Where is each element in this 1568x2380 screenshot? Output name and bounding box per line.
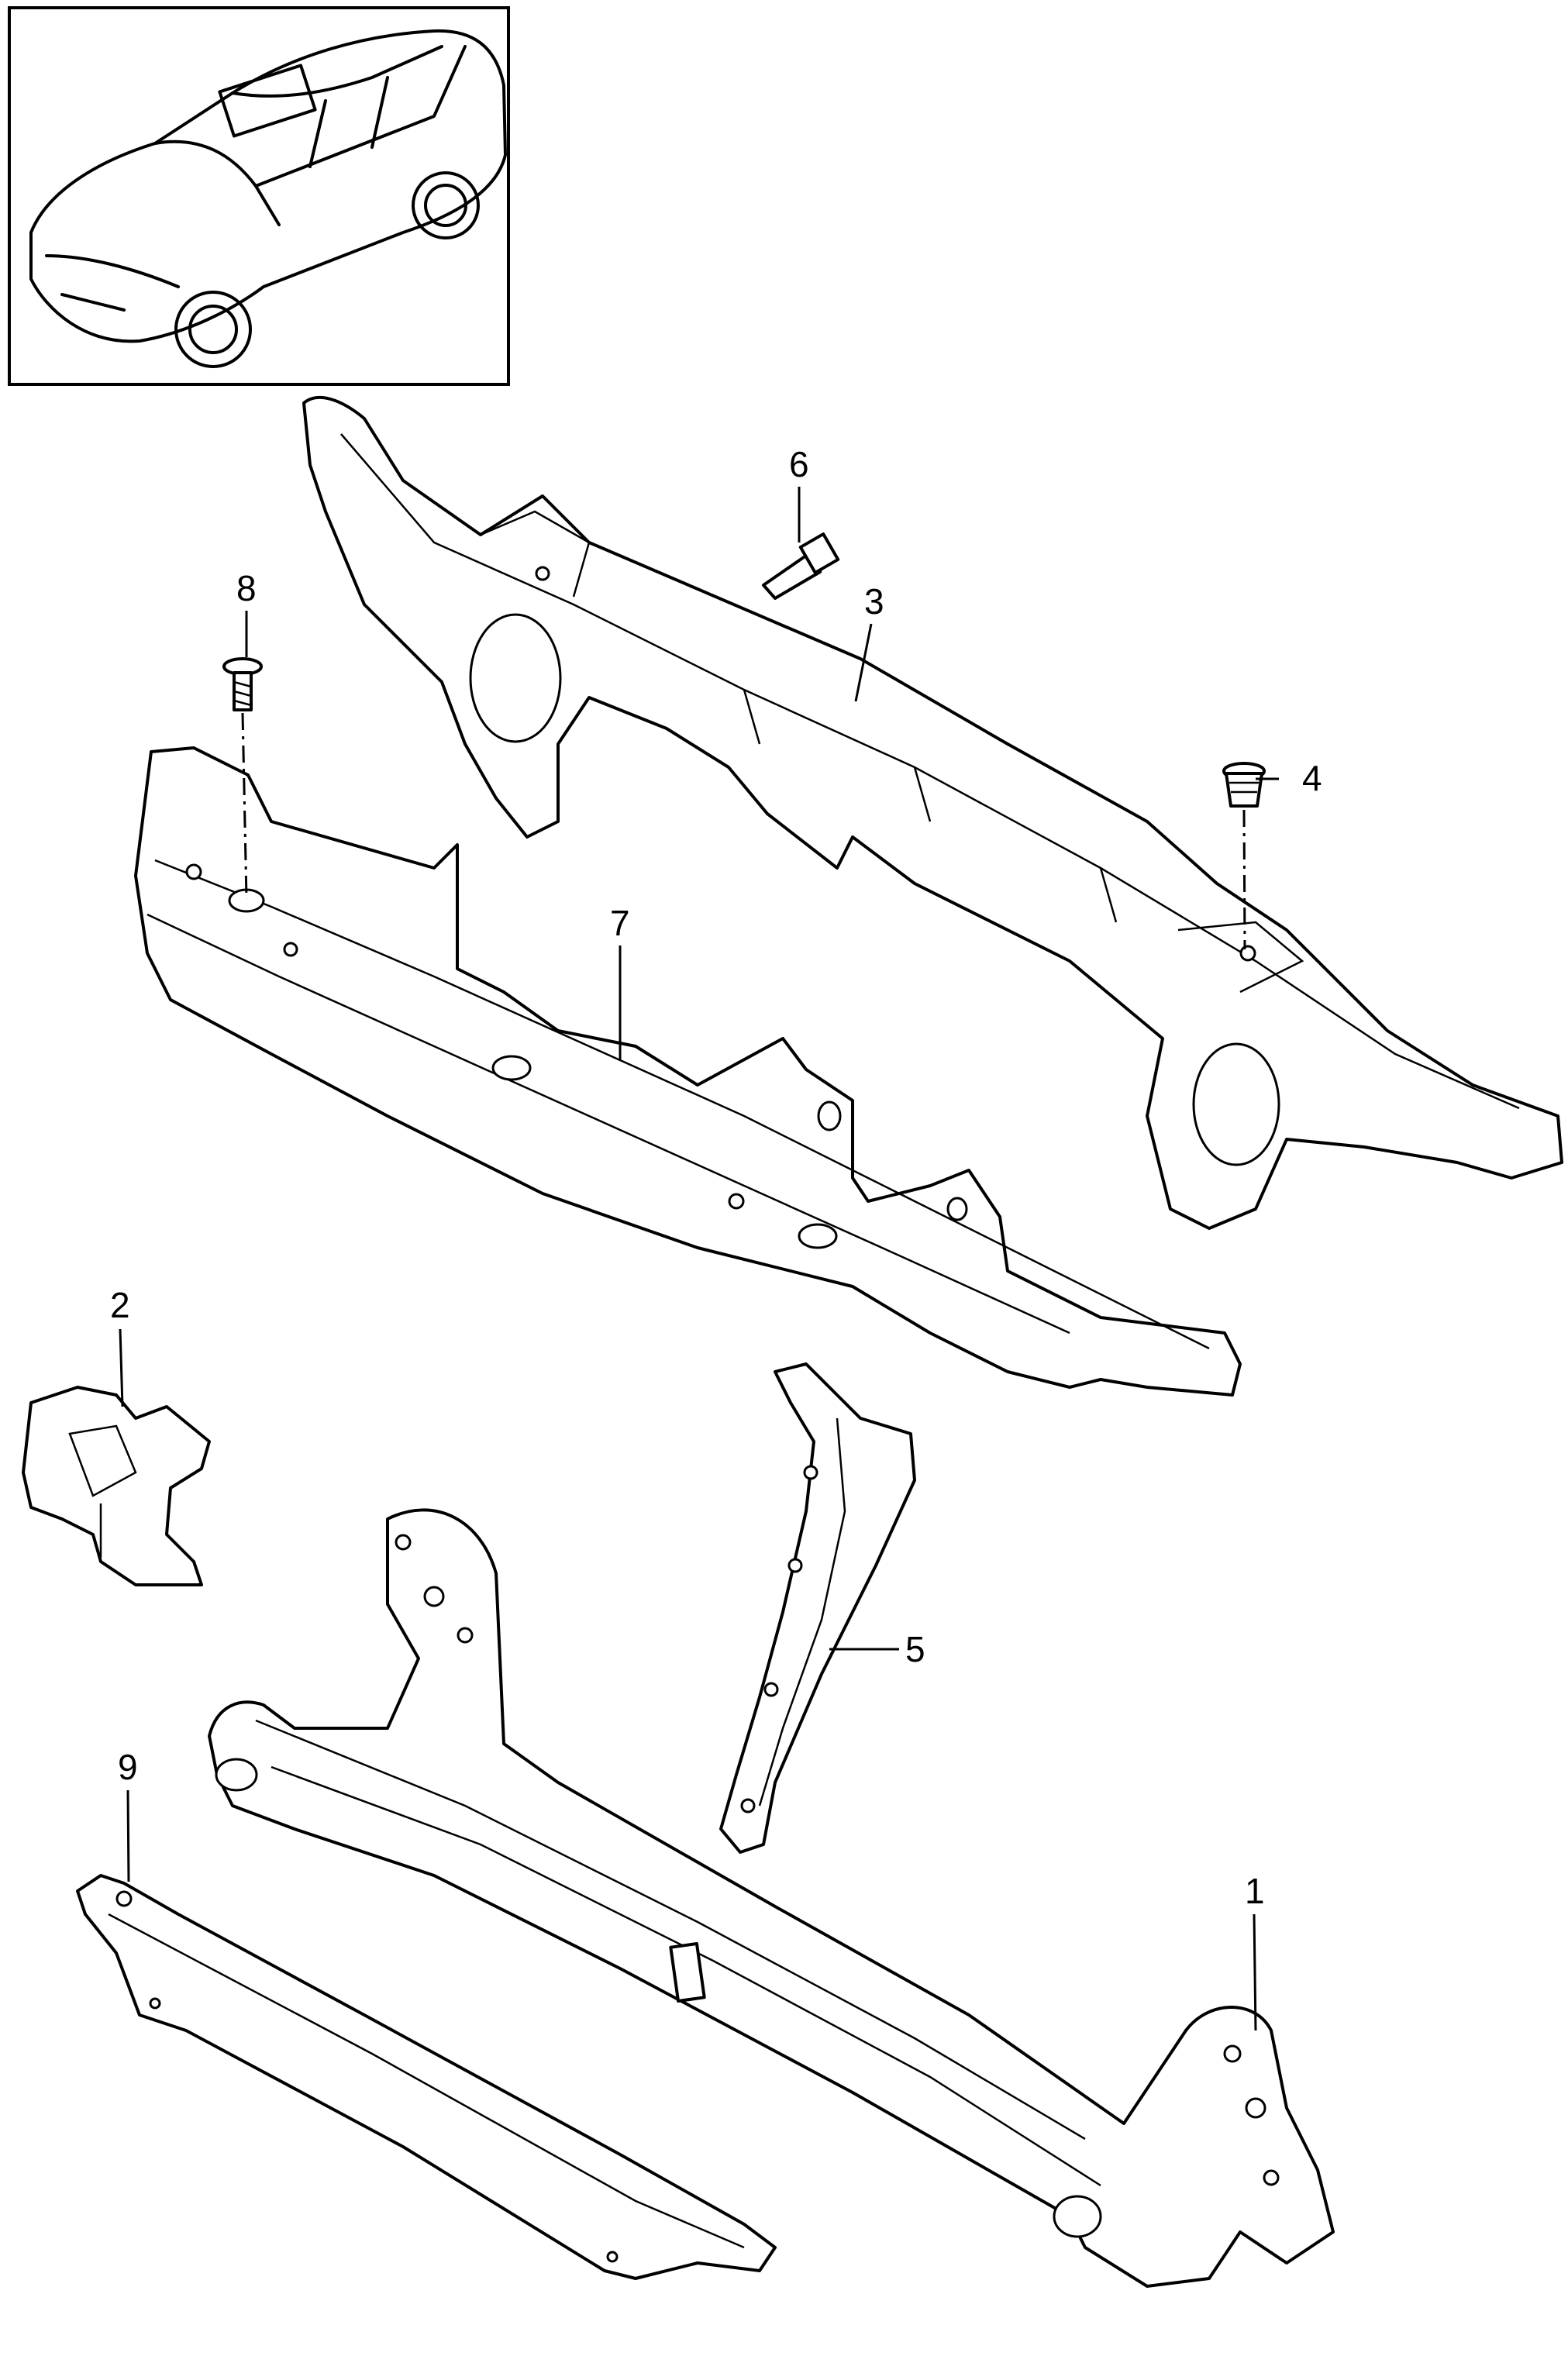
part-7-bumper-support xyxy=(134,746,1242,1397)
label-part-8: 8 xyxy=(236,568,257,608)
label-part-1: 1 xyxy=(1245,1871,1265,1911)
label-part-9: 9 xyxy=(118,1747,138,1787)
part-5-strut xyxy=(719,1362,916,1854)
part-3-carrier xyxy=(302,395,1563,1230)
label-part-4: 4 xyxy=(1302,758,1322,798)
vehicle-thumbnail xyxy=(8,6,510,386)
part-1-crossmember xyxy=(208,1508,1335,2288)
leader-2 xyxy=(119,1328,124,1407)
label-part-5: 5 xyxy=(905,1629,925,1669)
label-part-7: 7 xyxy=(610,903,630,943)
part-8-bolt xyxy=(222,657,263,900)
label-part-6: 6 xyxy=(789,444,809,484)
part-6-plug xyxy=(762,532,840,600)
leader-1 xyxy=(1253,1913,1257,2031)
part-9-underpanel xyxy=(76,1874,777,2280)
part-2-bracket xyxy=(22,1386,211,1586)
label-part-2: 2 xyxy=(110,1285,130,1325)
leader-lines xyxy=(119,487,1279,2031)
part-4-grommet xyxy=(1222,762,1266,950)
label-part-3: 3 xyxy=(864,581,884,622)
leader-9 xyxy=(126,1789,130,1882)
leader-3 xyxy=(854,623,873,702)
part-labels: 1 2 3 4 5 6 7 8 9 xyxy=(110,444,1322,1911)
